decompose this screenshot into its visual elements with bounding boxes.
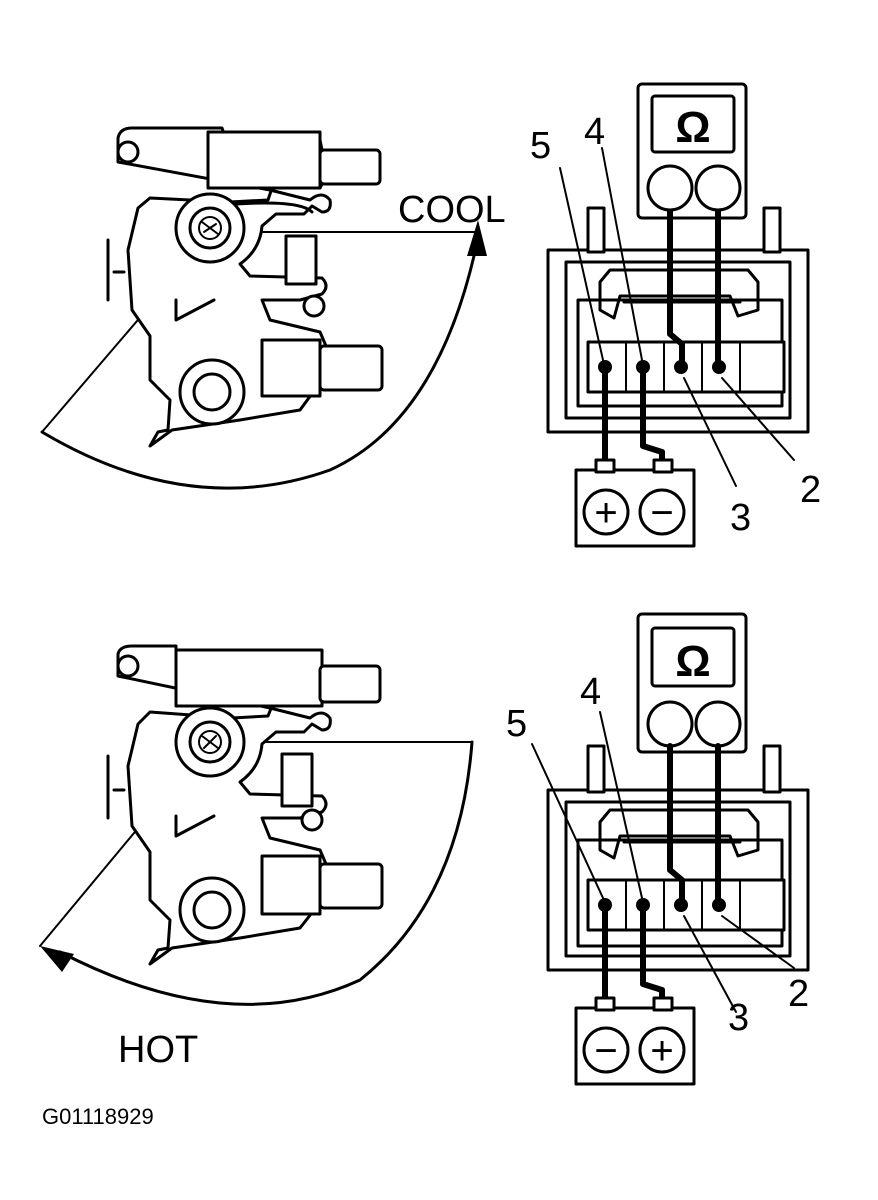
valve-hot-illustration bbox=[39, 644, 474, 1006]
connector-test-bottom: Ω − + bbox=[531, 612, 810, 1086]
minus-icon: − bbox=[594, 1029, 617, 1073]
terminal-2-label-bottom: 2 bbox=[788, 973, 809, 1015]
terminal-4-label-bottom: 4 bbox=[580, 671, 601, 713]
plus-icon: + bbox=[594, 491, 617, 535]
figure-code: G01118929 bbox=[42, 1104, 154, 1129]
ohm-icon: Ω bbox=[675, 103, 710, 152]
terminal-4-label-top: 4 bbox=[584, 111, 605, 153]
terminal-3-label-bottom: 3 bbox=[728, 997, 749, 1039]
hot-label: HOT bbox=[118, 1029, 198, 1071]
terminal-3-label-top: 3 bbox=[730, 497, 751, 539]
terminal-2-label-top: 2 bbox=[800, 469, 821, 511]
cool-label: COOL bbox=[398, 189, 506, 231]
connector-test-top: Ω + − bbox=[546, 82, 810, 548]
ohm-icon: Ω bbox=[675, 637, 710, 686]
cool-arrow-icon bbox=[467, 220, 487, 256]
terminal-5-label-bottom: 5 bbox=[506, 703, 527, 745]
valve-cool-illustration bbox=[40, 126, 487, 490]
hot-arrow-icon bbox=[40, 946, 74, 972]
terminal-5-label-top: 5 bbox=[530, 125, 551, 167]
plus-icon: + bbox=[650, 1029, 673, 1073]
minus-icon: − bbox=[650, 491, 673, 535]
